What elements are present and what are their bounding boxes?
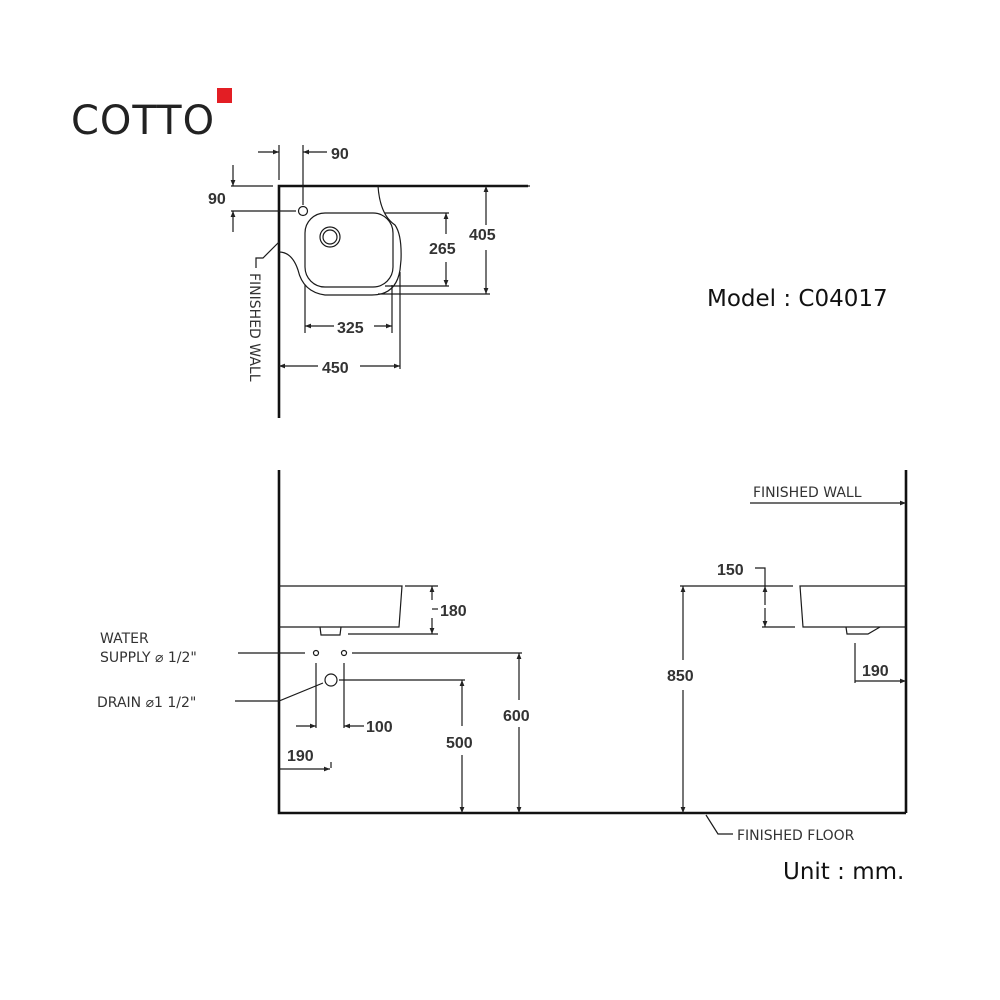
dim-drain-from-wall: 190 [862, 663, 889, 680]
plan-walls [277, 184, 528, 418]
elevation-view: 180 WATER SUPPLY ⌀ 1/2" DRAIN ⌀1 1/2" 10… [97, 470, 908, 844]
floor-label: FINISHED FLOOR [737, 828, 855, 844]
logo-text: COTTO [71, 98, 215, 144]
drain-inner [322, 229, 338, 245]
drain-label: DRAIN ⌀1 1/2" [97, 695, 196, 711]
dim-wall-to-supply: 190 [287, 748, 314, 765]
drain-outer [319, 226, 341, 248]
dim-overall-width: 450 [322, 360, 349, 377]
front-basin [279, 585, 403, 628]
dim-supply-height: 600 [503, 708, 530, 725]
dim-supply-spacing: 100 [366, 719, 393, 736]
dim-drain-height: 500 [446, 735, 473, 752]
basin-bowl [304, 212, 394, 288]
dim-tap-x: 90 [331, 146, 349, 163]
supply-right [340, 649, 348, 657]
dim-side-basin-height: 150 [717, 562, 744, 579]
dim-rim-height: 850 [667, 668, 694, 685]
water-supply-label-2: SUPPLY ⌀ 1/2" [100, 650, 197, 666]
plan-wall-label: FINISHED WALL [246, 273, 262, 382]
drain-pipe [324, 673, 338, 687]
logo-red-square [217, 88, 232, 103]
plan-view: 90 90 265 405 325 450 FINISHED WALL [208, 145, 530, 418]
dim-overall-depth: 405 [469, 227, 496, 244]
unit-label: Unit : mm. [783, 859, 904, 885]
dim-bowl-depth: 265 [429, 241, 456, 258]
dim-tap-y: 90 [208, 191, 226, 208]
side-drain-stub [845, 626, 881, 635]
dim-bowl-width: 325 [337, 320, 364, 337]
basin-outline [278, 185, 402, 296]
side-basin [799, 585, 906, 628]
side-wall-label: FINISHED WALL [753, 485, 862, 501]
water-supply-label-1: WATER [100, 631, 149, 647]
tap-hole [297, 205, 309, 217]
cotto-logo: COTTO [71, 88, 232, 144]
elevation-walls-floor [277, 470, 908, 815]
dim-front-basin-height: 180 [440, 603, 467, 620]
model-label: Model : C04017 [707, 286, 888, 312]
supply-left [312, 649, 320, 657]
front-drain-stub [319, 626, 342, 636]
